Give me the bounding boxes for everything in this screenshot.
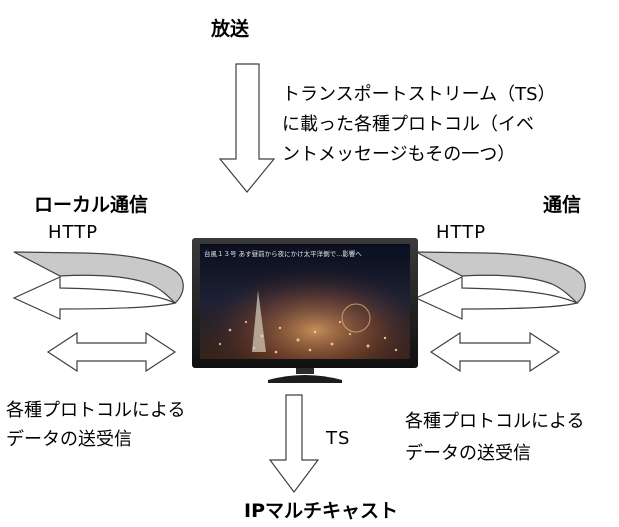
right-http-curved-arrow — [414, 251, 586, 320]
protocol-left-line1: 各種プロトコルによる — [6, 400, 186, 421]
ts-label: TS — [326, 428, 351, 449]
broadcast-down-arrow — [218, 63, 276, 193]
ts-description-line2: に載った各種プロトコル（イベ — [282, 114, 534, 135]
ip-multicast-label: IPマルチキャスト — [244, 500, 398, 522]
http-right-label: HTTP — [436, 222, 487, 243]
tv-stand — [268, 375, 342, 383]
http-left-label: HTTP — [48, 222, 99, 243]
left-double-arrow — [46, 331, 177, 373]
tv-neck — [296, 368, 314, 374]
protocol-right-line2: データの送受信 — [405, 443, 531, 464]
ts-down-arrow — [268, 394, 320, 493]
tv-caption: 台風１３号 あす昼前から夜にかけ太平洋側で...影響へ — [204, 249, 362, 258]
protocol-left-line2: データの送受信 — [6, 429, 132, 450]
local-comm-label: ローカル通信 — [34, 194, 149, 216]
left-http-curved-arrow — [12, 251, 184, 320]
protocol-right-line1: 各種プロトコルによる — [405, 411, 585, 432]
ts-description-line3: ントメッセージもその一つ） — [282, 144, 516, 165]
broadcast-label: 放送 — [211, 18, 250, 40]
tv-monitor — [192, 238, 418, 383]
right-double-arrow — [429, 331, 561, 373]
comm-label: 通信 — [543, 194, 582, 216]
ts-description-line1: トランスポートストリーム（TS） — [282, 84, 556, 105]
